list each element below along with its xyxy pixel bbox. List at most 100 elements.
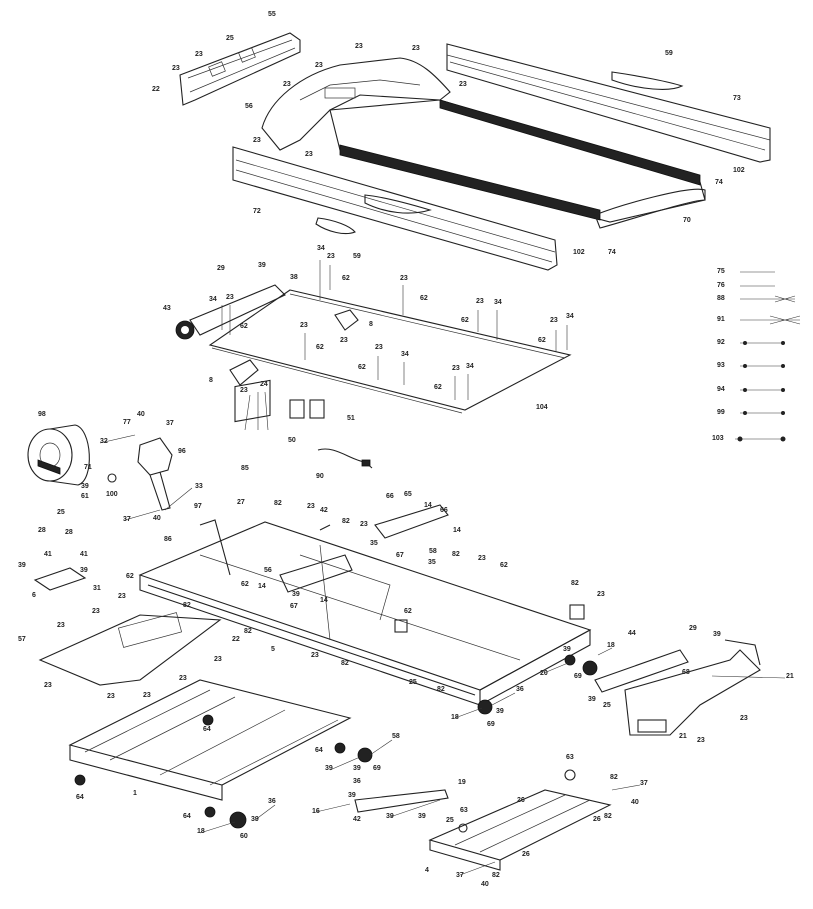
part-label-34: 34 xyxy=(317,245,325,252)
part-label-37: 37 xyxy=(166,420,174,427)
part-label-23: 23 xyxy=(44,682,52,689)
part-label-51: 51 xyxy=(347,415,355,422)
part-label-26: 26 xyxy=(593,816,601,823)
part-label-39: 39 xyxy=(713,631,721,638)
part-label-23: 23 xyxy=(226,294,234,301)
part-label-39: 39 xyxy=(563,646,571,653)
part-label-62: 62 xyxy=(126,573,134,580)
part-label-6: 6 xyxy=(32,592,36,599)
part-label-14: 14 xyxy=(258,583,266,590)
part-label-68: 68 xyxy=(682,669,690,676)
part-label-62: 62 xyxy=(538,337,546,344)
part-label-82: 82 xyxy=(604,813,612,820)
part-label-90: 90 xyxy=(316,473,324,480)
part-label-23: 23 xyxy=(179,675,187,682)
incline-frame xyxy=(428,789,612,871)
part-label-41: 41 xyxy=(44,551,52,558)
part-label-60: 60 xyxy=(240,833,248,840)
part-label-82: 82 xyxy=(341,660,349,667)
part-label-26: 26 xyxy=(517,797,525,804)
part-label-71: 71 xyxy=(84,464,92,471)
part-label-39: 39 xyxy=(81,483,89,490)
part-label-43: 43 xyxy=(163,305,171,312)
part-label-63: 63 xyxy=(460,807,468,814)
part-label-103: 103 xyxy=(712,435,724,442)
part-label-96: 96 xyxy=(178,448,186,455)
part-label-64: 64 xyxy=(183,813,191,820)
part-label-36: 36 xyxy=(353,778,361,785)
part-label-25: 25 xyxy=(603,702,611,709)
part-label-23: 23 xyxy=(315,62,323,69)
part-label-23: 23 xyxy=(478,555,486,562)
part-label-62: 62 xyxy=(342,275,350,282)
part-label-102: 102 xyxy=(733,167,745,174)
part-label-34: 34 xyxy=(401,351,409,358)
part-label-64: 64 xyxy=(203,726,211,733)
part-label-40: 40 xyxy=(153,515,161,522)
part-label-37: 37 xyxy=(456,872,464,879)
part-label-23: 23 xyxy=(307,503,315,510)
part-label-8: 8 xyxy=(369,321,373,328)
part-label-39: 39 xyxy=(325,765,333,772)
part-label-4: 4 xyxy=(425,867,429,874)
part-label-44: 44 xyxy=(628,630,636,637)
part-label-25: 25 xyxy=(409,679,417,686)
part-label-66: 66 xyxy=(386,493,394,500)
running-deck-belt xyxy=(329,99,706,229)
part-label-23: 23 xyxy=(355,43,363,50)
part-label-82: 82 xyxy=(342,518,350,525)
part-label-74: 74 xyxy=(715,179,723,186)
incline-bracket-small xyxy=(33,567,87,591)
part-label-74: 74 xyxy=(608,249,616,256)
part-label-23: 23 xyxy=(172,65,180,72)
part-label-64: 64 xyxy=(76,794,84,801)
part-label-104: 104 xyxy=(536,404,548,411)
part-label-19: 19 xyxy=(458,779,466,786)
part-label-69: 69 xyxy=(373,765,381,772)
part-label-62: 62 xyxy=(420,295,428,302)
part-label-62: 62 xyxy=(434,384,442,391)
part-label-35: 35 xyxy=(428,559,436,566)
part-label-82: 82 xyxy=(571,580,579,587)
part-label-23: 23 xyxy=(327,253,335,260)
part-label-23: 23 xyxy=(92,608,100,615)
part-label-56: 56 xyxy=(264,567,272,574)
part-label-33: 33 xyxy=(195,483,203,490)
part-label-39: 39 xyxy=(251,816,259,823)
part-label-57: 57 xyxy=(18,636,26,643)
part-label-69: 69 xyxy=(574,673,582,680)
side-rail-right xyxy=(446,43,771,163)
part-label-36: 36 xyxy=(268,798,276,805)
deck-hardware xyxy=(221,260,568,400)
motor-controller-board xyxy=(234,379,271,431)
wire-legend xyxy=(735,271,801,442)
part-label-23: 23 xyxy=(550,317,558,324)
part-label-24: 24 xyxy=(260,381,268,388)
part-label-23: 23 xyxy=(459,81,467,88)
part-label-39: 39 xyxy=(80,567,88,574)
part-label-82: 82 xyxy=(244,628,252,635)
part-label-62: 62 xyxy=(404,608,412,615)
part-label-39: 39 xyxy=(386,813,394,820)
part-label-23: 23 xyxy=(107,693,115,700)
motor-mount-bracket xyxy=(279,504,449,593)
part-label-64: 64 xyxy=(315,747,323,754)
part-label-22: 22 xyxy=(152,86,160,93)
part-label-99: 99 xyxy=(717,409,725,416)
part-label-39: 39 xyxy=(348,792,356,799)
rear-end-cap xyxy=(624,639,761,736)
part-label-23: 23 xyxy=(118,593,126,600)
part-label-16: 16 xyxy=(312,808,320,815)
part-label-42: 42 xyxy=(353,816,361,823)
part-label-67: 67 xyxy=(290,603,298,610)
part-label-93: 93 xyxy=(717,362,725,369)
incline-link-arm xyxy=(354,789,449,813)
part-label-62: 62 xyxy=(240,323,248,330)
part-label-22: 22 xyxy=(232,636,240,643)
part-label-65: 65 xyxy=(404,491,412,498)
part-label-39: 39 xyxy=(292,591,300,598)
part-label-14: 14 xyxy=(320,597,328,604)
part-label-35: 35 xyxy=(370,540,378,547)
